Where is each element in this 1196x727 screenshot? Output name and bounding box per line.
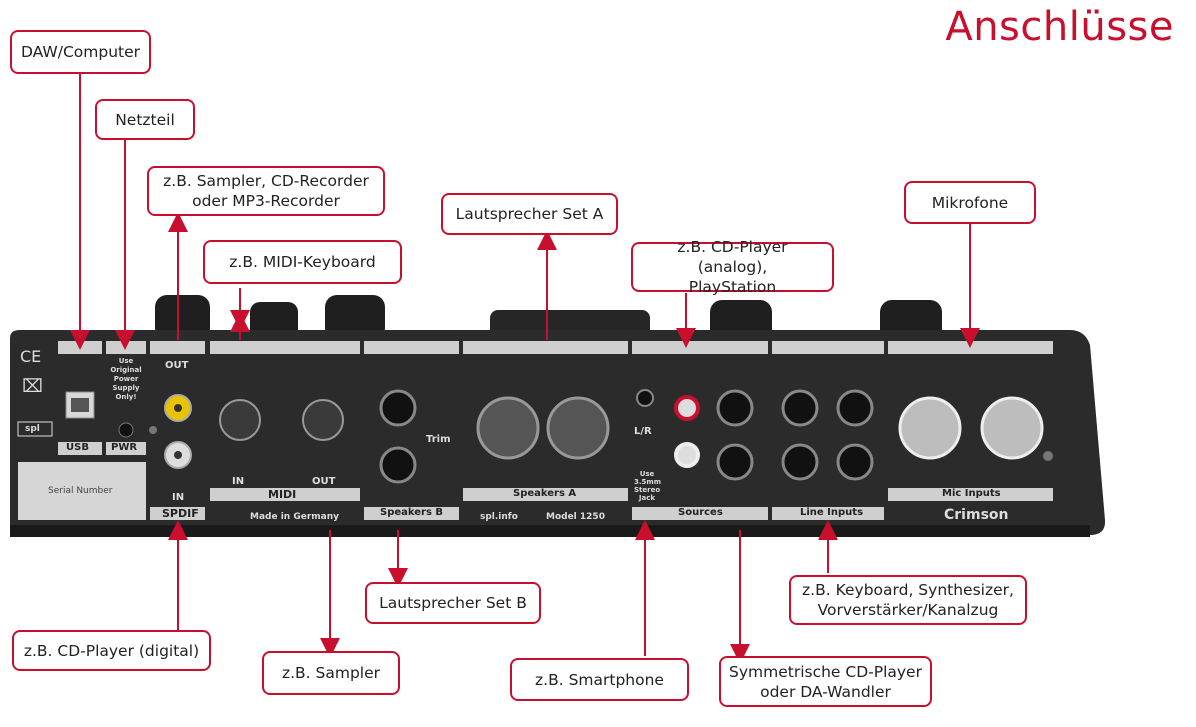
serial-label: Serial Number [48, 486, 113, 496]
power-note: Use Original Power Supply Only! [110, 357, 142, 401]
model-label: Model 1250 [546, 512, 605, 522]
svg-text:⌧: ⌧ [22, 376, 43, 397]
callout-sampler-recorder: z.B. Sampler, CD-Recorder oder MP3-Recor… [147, 166, 385, 216]
midi-in-label: IN [232, 476, 245, 487]
spdif-in-label: IN [172, 492, 185, 503]
pwr-label: PWR [111, 442, 138, 453]
callout-cd-analog: z.B. CD-Player (analog), PlayStation [631, 238, 834, 296]
midi-out-label: OUT [312, 476, 336, 487]
callout-speakers-b: Lautsprecher Set B [365, 582, 541, 624]
spl-info-label: spl.info [480, 512, 518, 522]
callout-smartphone: z.B. Smartphone [510, 658, 689, 701]
spdif-label: SPDIF [162, 507, 199, 520]
callout-sampler: z.B. Sampler [262, 651, 400, 695]
lr-label: L/R [634, 426, 652, 437]
speakers-a-label: Speakers A [513, 488, 577, 499]
crimson-label: Crimson [944, 507, 1009, 523]
svg-text:CE: CE [20, 347, 41, 366]
callout-symmetric-cd: Symmetrische CD-Player oder DA-Wandler [719, 656, 932, 707]
callout-netzteil: Netzteil [95, 99, 195, 140]
speakers-b-label: Speakers B [380, 507, 444, 518]
mic-inputs-label: Mic Inputs [942, 488, 1001, 499]
callout-cd-digital: z.B. CD-Player (digital) [12, 630, 211, 671]
spdif-out-label: OUT [165, 360, 189, 371]
made-in-label: Made in Germany [250, 512, 339, 522]
midi-label: MIDI [268, 488, 297, 501]
callout-keyboard-synth: z.B. Keyboard, Synthesizer, Vorverstärke… [789, 575, 1027, 625]
line-inputs-label: Line Inputs [800, 507, 864, 518]
callout-midi-keyboard: z.B. MIDI-Keyboard [203, 240, 402, 284]
page-title: Anschlüsse [945, 4, 1174, 50]
usb-label: USB [66, 442, 89, 453]
trim-label: Trim [426, 434, 451, 445]
callout-speakers-a: Lautsprecher Set A [441, 193, 618, 235]
callout-mikrofone: Mikrofone [904, 181, 1036, 224]
sources-label: Sources [678, 507, 723, 518]
use-jack-note: Use 3.5mm Stereo Jack [634, 470, 661, 502]
spl-logo: spl [25, 424, 40, 434]
callout-daw: DAW/Computer [10, 30, 151, 74]
